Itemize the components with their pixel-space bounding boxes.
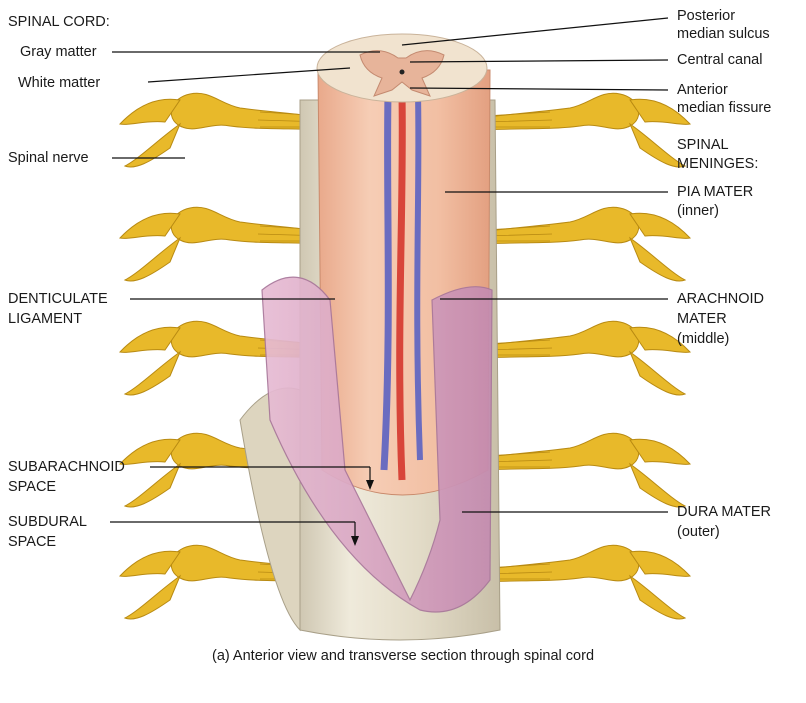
label-posterior-1: Posterior bbox=[677, 8, 736, 24]
leader-lines bbox=[110, 17, 669, 538]
label-anterior-2: median fissure bbox=[677, 100, 772, 116]
label-spinal-nerve: Spinal nerve bbox=[8, 150, 89, 166]
label-denticulate-2: LIGAMENT bbox=[8, 311, 83, 327]
label-dura-1: DURA MATER bbox=[677, 504, 771, 520]
figure-caption: (a) Anterior view and transverse section… bbox=[211, 648, 595, 664]
arachnoid-mater bbox=[261, 276, 493, 613]
label-dura-2: (outer) bbox=[677, 524, 720, 540]
label-subdural-1: SUBDURAL bbox=[8, 514, 87, 530]
label-gray-matter: Gray matter bbox=[20, 44, 97, 60]
label-pia-2: (inner) bbox=[677, 203, 719, 219]
label-arachnoid-2: MATER bbox=[677, 311, 727, 327]
label-subarachnoid-2: SPACE bbox=[8, 479, 57, 495]
label-white-matter: White matter bbox=[18, 75, 101, 91]
label-subdural-2: SPACE bbox=[8, 534, 57, 550]
label-denticulate-1: DENTICULATE bbox=[8, 291, 108, 307]
label-arachnoid-1: ARACHNOID bbox=[677, 291, 765, 307]
label-anterior-1: Anterior bbox=[677, 82, 728, 98]
label-meninges-2: MENINGES: bbox=[677, 156, 759, 172]
blood-vessels bbox=[380, 94, 423, 481]
label-meninges-1: SPINAL bbox=[677, 137, 729, 153]
label-subarachnoid-1: SUBARACHNOID bbox=[8, 459, 125, 475]
label-central-canal: Central canal bbox=[677, 52, 763, 68]
label-posterior-2: median sulcus bbox=[677, 26, 770, 42]
label-spinal-cord: SPINAL CORD: bbox=[8, 14, 110, 30]
label-pia-1: PIA MATER bbox=[677, 184, 754, 200]
label-arachnoid-3: (middle) bbox=[677, 331, 730, 347]
